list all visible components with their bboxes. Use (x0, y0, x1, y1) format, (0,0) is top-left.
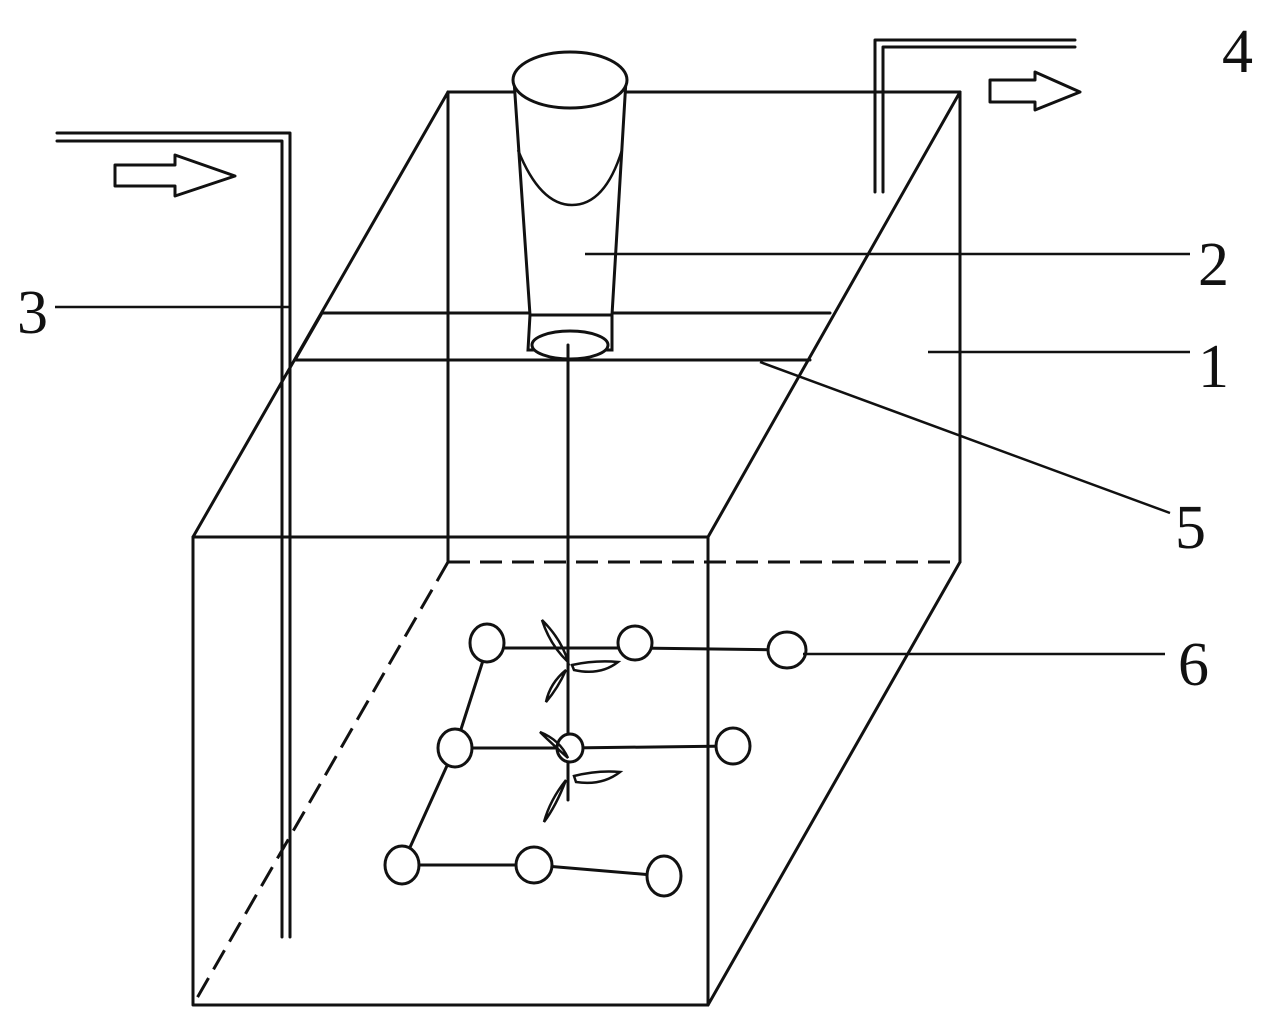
node-circle (645, 854, 683, 898)
outlet-pipe (873, 38, 1077, 194)
node-circle (383, 844, 421, 886)
node-circle (616, 624, 654, 662)
label-motor: 2 (1198, 231, 1229, 299)
impeller-blades (539, 619, 624, 823)
label-outlet-pipe: 4 (1222, 18, 1253, 86)
leader-lines (55, 252, 1190, 656)
label-impeller-frame: 6 (1178, 631, 1209, 699)
inlet-pipe (55, 131, 292, 939)
label-inlet-pipe: 3 (17, 279, 48, 347)
node-circle (714, 726, 752, 766)
label-water-surface: 5 (1175, 494, 1206, 562)
arrow-right-icon (113, 153, 237, 198)
arrow-right-icon (988, 70, 1082, 112)
label-tank: 1 (1198, 333, 1229, 401)
tank-box (191, 90, 962, 1007)
motor (511, 50, 629, 361)
node-circle (514, 845, 554, 885)
node-circle (436, 727, 474, 769)
impeller-frame (383, 622, 808, 898)
node-circle (468, 622, 506, 664)
node-circle (766, 630, 808, 670)
